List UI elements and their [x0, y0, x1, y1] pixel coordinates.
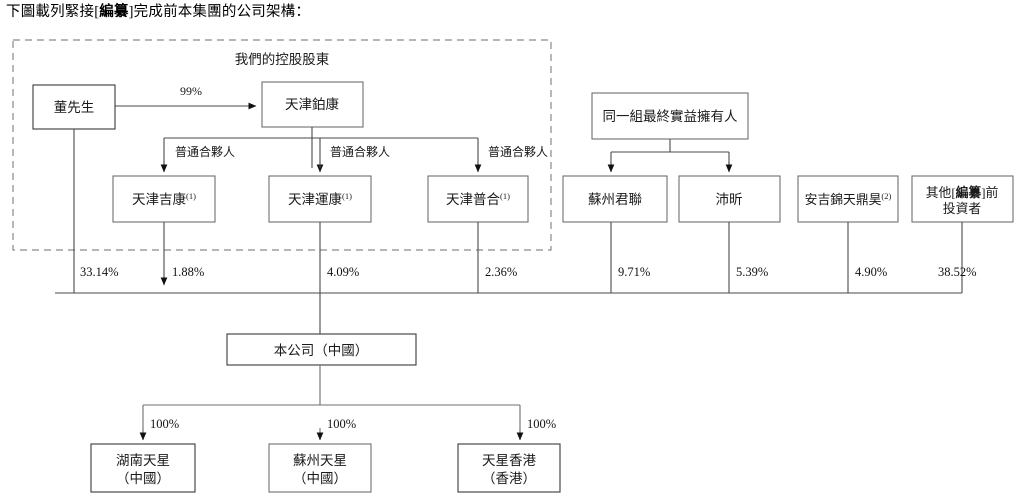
node-tianjin-bokang-label: 天津鉑康: [285, 96, 339, 112]
edge-gp-jikang-label: 普通合夥人: [175, 144, 235, 159]
ownership-pct-6: 4.90%: [855, 265, 887, 279]
node-hunan-tianxing-box[interactable]: [90, 443, 196, 493]
node-suzhou-tianxing-box[interactable]: [268, 443, 372, 493]
node-tianxing-hk-box[interactable]: [457, 443, 561, 493]
ownership-pct-7: 38.52%: [938, 265, 977, 279]
node-dong-box[interactable]: [32, 84, 116, 130]
caption-emphasis: 編纂: [99, 4, 129, 20]
node-dong-label: 董先生: [54, 100, 95, 115]
group-title: 我們的控股股東: [235, 52, 330, 67]
edge-ubo-bus: [610, 139, 730, 168]
ownership-pct-0: 33.14%: [80, 265, 119, 279]
node-peixin-label: 沛昕: [716, 192, 743, 207]
subsidiary-pct-2: 100%: [527, 417, 556, 431]
ownership-pct-1: 1.88%: [172, 265, 204, 279]
ownership-pct-3: 2.36%: [485, 265, 517, 279]
node-suzhou-junlian-label: 蘇州君聯: [588, 192, 642, 207]
caption-suffix: ]完成前本集團的公司架構：: [128, 4, 311, 20]
node-suzhou-tianxing-line2: （中國）: [293, 471, 347, 486]
node-tianjin-puhe-label: 天津普合(1): [446, 191, 510, 207]
node-anji-jintian-box[interactable]: [797, 175, 899, 223]
node-tianxing-hk-line2: （香港）: [482, 471, 536, 486]
node-tianjin-yunkang-label: 天津運康(1): [288, 191, 352, 207]
edge-dong-to-bokang-label: 99%: [180, 84, 202, 98]
node-anji-jintian-label: 安吉錦天鼎昊(2): [805, 191, 892, 207]
node-tianxing-hk-line1: 天星香港: [482, 453, 536, 468]
node-suzhou-junlian-box[interactable]: [562, 175, 668, 223]
node-other-investors-label-line1: 其他[編纂]前: [926, 185, 999, 200]
edge-gp-yunkang-label: 普通合夥人: [330, 144, 390, 159]
node-same-group-ubo-label: 同一組最終實益擁有人: [603, 108, 738, 124]
controlling-shareholder-group-box: [12, 39, 552, 251]
ownership-pct-2: 4.09%: [327, 265, 359, 279]
subsidiary-pct-1: 100%: [327, 417, 356, 431]
edge-bus-yunkang-stub: [312, 137, 321, 168]
node-peixin-box[interactable]: [678, 175, 781, 223]
ownership-pct-4: 9.71%: [618, 265, 650, 279]
node-company-box[interactable]: [226, 333, 417, 366]
node-suzhou-tianxing-line1: 蘇州天星: [293, 453, 347, 468]
ownership-pct-5: 5.39%: [736, 265, 768, 279]
node-company-label: 本公司（中國）: [274, 343, 369, 358]
edge-gp-puhe-label: 普通合夥人: [488, 144, 548, 159]
node-other-investors-box[interactable]: [911, 175, 1014, 223]
node-hunan-tianxing-line2: （中國）: [116, 471, 170, 486]
node-tianjin-bokang-box[interactable]: [261, 81, 364, 128]
node-tianjin-puhe-box[interactable]: [427, 175, 529, 223]
node-same-group-ubo-box[interactable]: [591, 92, 749, 140]
subsidiary-pct-0: 100%: [150, 417, 179, 431]
caption-prefix: 下圖載列緊接[: [6, 4, 100, 20]
node-hunan-tianxing-line1: 湖南天星: [116, 453, 170, 468]
page-caption: 下圖載列緊接[編纂]完成前本集團的公司架構：: [6, 2, 310, 22]
node-tianjin-jikang-label: 天津吉康(1): [132, 191, 196, 207]
node-other-investors-label-line2: 投資者: [943, 201, 982, 216]
edge-bokang-bus: [163, 127, 479, 168]
edge-company-bus: [142, 365, 521, 432]
node-tianjin-jikang-box[interactable]: [112, 175, 216, 223]
